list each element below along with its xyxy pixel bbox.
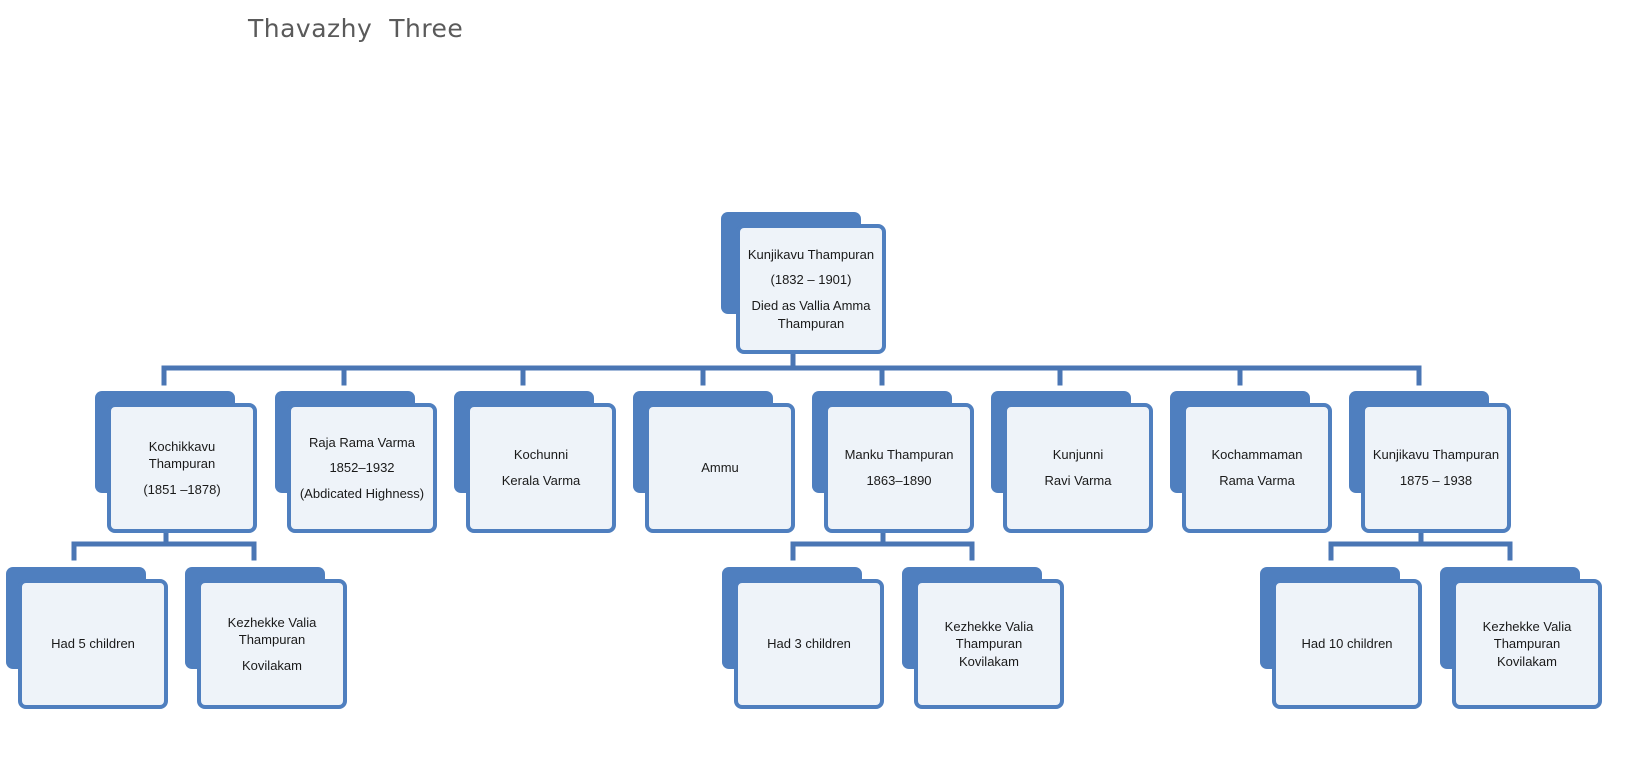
node-box: Had 5 children [18,579,168,709]
node-text-line: Kovilakam [242,657,302,673]
node-text-line: (1832 – 1901) [770,272,852,288]
node-grandchild-4: Kezhekke Valia Thampuran Kovilakam [902,567,1064,709]
node-text-line: Had 5 children [51,636,135,652]
node-text-line: Kochammaman [1211,447,1303,463]
node-grandchild-3: Had 3 children [722,567,884,709]
node-text-line: 1863–1890 [866,473,932,488]
node-box: Had 3 children [734,579,884,709]
node-text-line: Kunjikavu Thampuran [1372,447,1500,463]
node-text-line: Kochunni [513,447,569,463]
node-text-line: Kerala Varma [501,473,581,488]
node-grandchild-5: Had 10 children [1260,567,1422,709]
node-text-line: 1852–1932 [329,460,395,476]
node-box: Manku Thampuran 1863–1890 [824,403,974,533]
node-box: Raja Rama Varma 1852–1932 (Abdicated Highn… [287,403,437,533]
node-child-8: Kunjikavu Thampuran 1875 – 1938 [1349,391,1511,533]
page-title: Thavazhy Three [248,14,464,43]
node-root: Kunjikavu Thampuran (1832 – 1901) Died as … [721,212,886,354]
node-child-1: Kochikkavu Thampuran (1851 –1878) [95,391,257,533]
node-box: Kochikkavu Thampuran (1851 –1878) [107,403,257,533]
node-text-line: (Abdicated Highness) [299,485,425,501]
node-text-line: (1851 –1878) [143,481,221,497]
node-text-line: Raja Rama Varma [309,434,415,450]
node-text-line: Ammu [701,460,739,476]
node-box: Had 10 children [1272,579,1422,709]
node-box: Kezhekke Valia Thampuran Kovilakam [914,579,1064,709]
node-grandchild-1: Had 5 children [6,567,168,709]
node-text-line: Kezhekke Valia Thampuran [227,614,317,648]
node-child-5: Manku Thampuran 1863–1890 [812,391,974,533]
node-child-2: Raja Rama Varma 1852–1932 (Abdicated Highn… [275,391,437,533]
node-text-line: Ravi Varma [1044,473,1112,488]
node-text-line: Manku Thampuran [844,447,954,463]
node-text-line: Kochikkavu Thampuran [148,438,216,472]
node-text-line: Died as Vallia Amma Thampuran [751,298,871,331]
node-box: Kunjikavu Thampuran 1875 – 1938 [1361,403,1511,533]
node-text-line: Kezhekke Valia Thampuran Kovilakam [944,618,1034,669]
node-box: Ammu [645,403,795,533]
node-text-line: Had 10 children [1301,636,1393,652]
node-box: Kunjikavu Thampuran (1832 – 1901) Died as … [736,224,886,354]
node-text-line: Kunjikavu Thampuran [747,246,875,262]
node-text-line: 1875 – 1938 [1399,473,1473,488]
node-text-line: Kezhekke Valia Thampuran Kovilakam [1482,618,1572,669]
node-box: Kezhekke Valia Thampuran Kovilakam [1452,579,1602,709]
node-text-line: Rama Varma [1219,473,1295,488]
node-child-4: Ammu [633,391,795,533]
node-text-line: Kunjunni [1052,447,1104,463]
node-text-line: Had 3 children [767,636,851,652]
node-grandchild-6: Kezhekke Valia Thampuran Kovilakam [1440,567,1602,709]
